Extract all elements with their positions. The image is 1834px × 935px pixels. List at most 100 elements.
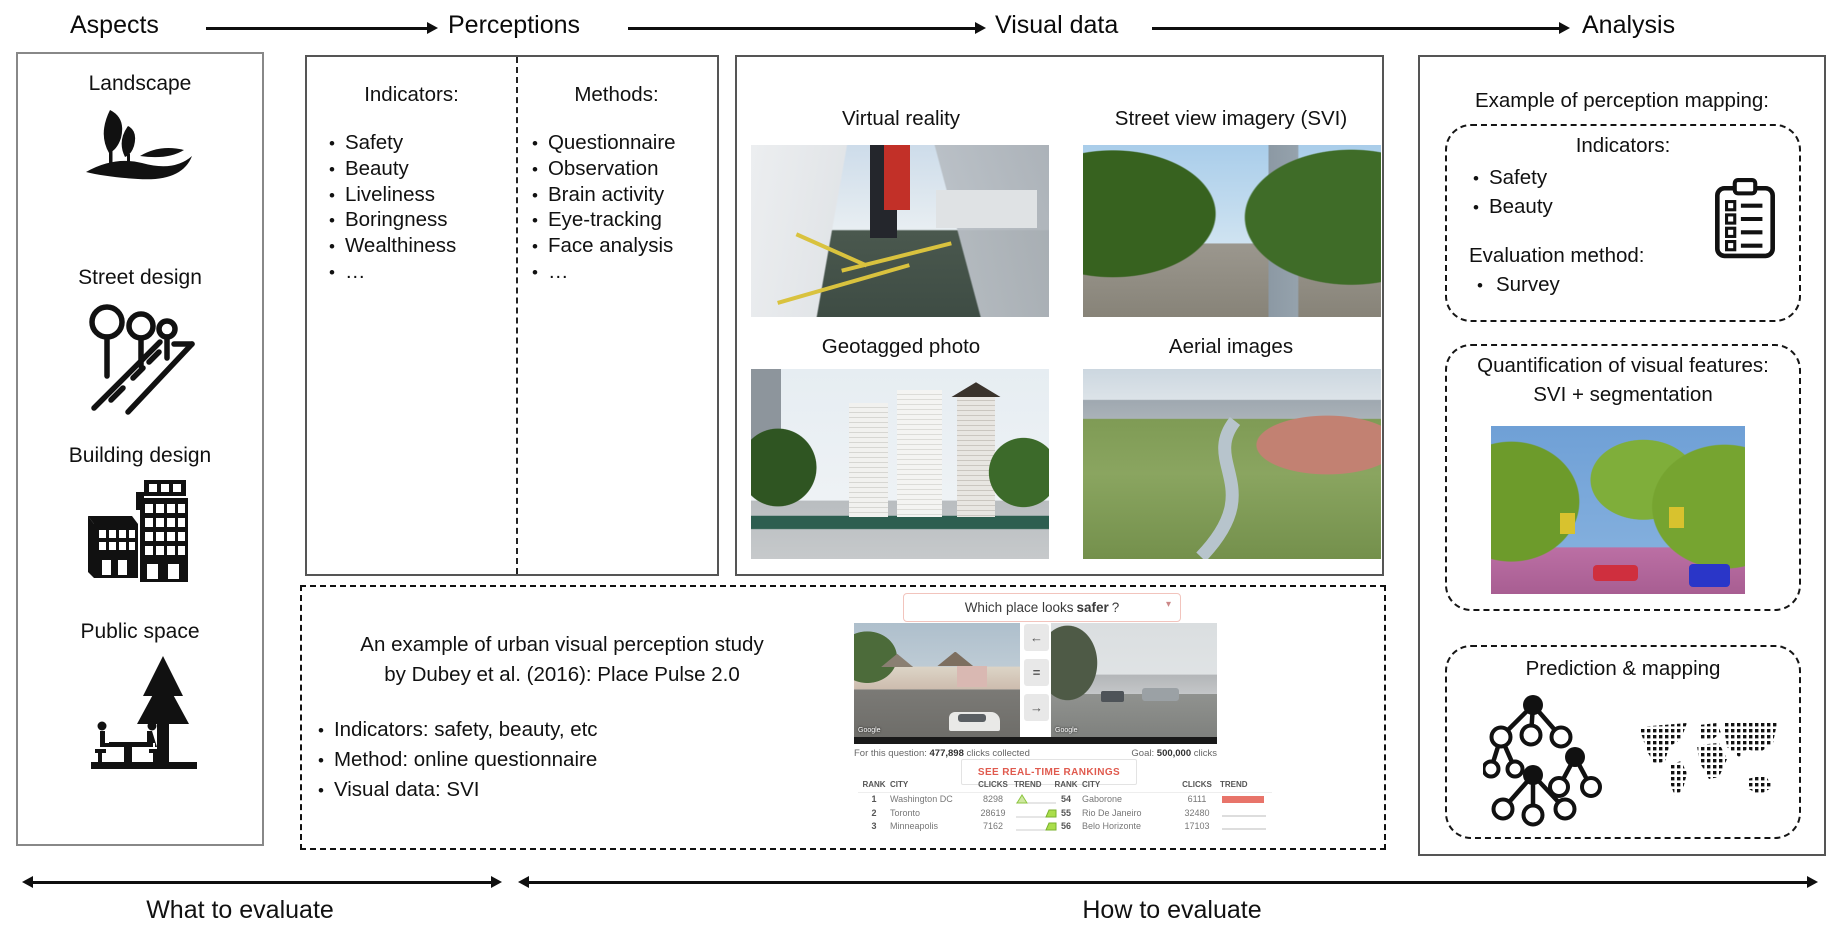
list-item: Indicators: safety, beauty, etc — [318, 715, 598, 745]
street-design-icon — [89, 304, 195, 415]
table-row: 3 Minneapolis 7162 — [858, 820, 1060, 834]
aspect-label: Landscape — [88, 72, 192, 95]
aspect-building-design: Building design — [18, 444, 262, 588]
example-title-line1: An example of urban visual perception st… — [360, 633, 764, 656]
list-item: Observation — [532, 157, 715, 183]
example-bullets: Indicators: safety, beauty, etc Method: … — [318, 715, 598, 805]
clicks-collected-text: For this question: 477,898 clicks collec… — [854, 748, 1030, 759]
google-watermark: Google — [1055, 727, 1078, 734]
stage-analysis: Analysis — [1582, 11, 1676, 39]
arrow-visualdata-analysis — [1152, 22, 1570, 33]
methods-list: Questionnaire Observation Brain activity… — [518, 131, 715, 286]
public-space-icon — [91, 656, 197, 769]
placepulse-question-dropdown[interactable]: Which place looks safer ? ▾ — [903, 593, 1181, 622]
decision-tree-icon — [1483, 695, 1602, 827]
virtual-reality-label: Virtual reality — [841, 107, 961, 130]
aspect-label: Street design — [78, 266, 202, 289]
methods-column: Methods: Questionnaire Observation Brain… — [518, 57, 715, 574]
placepulse-left-photo[interactable]: Google — [854, 623, 1020, 737]
geotagged-photo-label: Geotagged photo — [821, 335, 981, 358]
landscape-icon — [86, 110, 192, 180]
list-item: … — [329, 260, 516, 286]
trend-sparkline-green-step — [1016, 822, 1057, 831]
evaluation-method-title: Evaluation method: — [1469, 244, 1645, 267]
building-design-icon — [88, 480, 188, 582]
table-row: 1 Washington DC 8298 — [858, 793, 1060, 807]
table-header-row: RANK CITY CLICKS TREND — [1050, 778, 1272, 793]
svi-label: Street view imagery (SVI) — [1114, 107, 1348, 130]
segmentation-image — [1491, 426, 1745, 594]
visual-data-panel: Virtual reality Street view imagery (SVI… — [735, 55, 1384, 576]
equal-button[interactable]: = — [1024, 659, 1049, 686]
stage-aspects: Aspects — [70, 11, 159, 39]
methods-title: Methods: — [574, 83, 659, 106]
see-realtime-rankings-button[interactable]: SEE REAL-TIME RANKINGS — [961, 759, 1137, 785]
list-item: Wealthiness — [329, 234, 516, 260]
indicators-list: Safety Beauty Liveliness Boringness Weal… — [307, 131, 516, 286]
trend-sparkline-flat — [1222, 815, 1266, 817]
perception-mapping-box: Indicators: Safety Beauty Evaluation met… — [1445, 124, 1801, 322]
perceptions-panel: Indicators: Safety Beauty Liveliness Bor… — [305, 55, 719, 576]
question-suffix: ? — [1111, 600, 1120, 615]
arrow-perceptions-visualdata — [628, 22, 986, 33]
question-indicator: safer — [1076, 600, 1109, 615]
prediction-title: Prediction & mapping — [1525, 657, 1721, 680]
table-row: 56 Belo Horizonte 17103 — [1050, 820, 1272, 834]
quantification-box: Quantification of visual features: SVI +… — [1445, 344, 1801, 611]
world-map-icon — [1639, 721, 1777, 797]
list-item: Questionnaire — [532, 131, 715, 157]
evaluation-method-item: Survey — [1477, 273, 1560, 297]
choose-left-button[interactable]: ← — [1024, 624, 1049, 651]
google-watermark: Google — [858, 727, 881, 734]
choose-right-button[interactable]: → — [1024, 694, 1049, 721]
aerial-image — [1083, 369, 1381, 559]
arrow-aspects-perceptions — [206, 22, 438, 33]
aerial-images-label: Aerial images — [1168, 335, 1294, 358]
street-view-image — [1083, 145, 1381, 317]
placepulse-right-photo[interactable]: Google — [1051, 623, 1217, 737]
virtual-reality-image — [751, 145, 1049, 317]
what-to-evaluate-label: What to evaluate — [146, 896, 334, 924]
indicators-title: Indicators: — [1575, 134, 1671, 157]
list-item: Safety — [329, 131, 516, 157]
how-to-evaluate-label: How to evaluate — [1082, 896, 1262, 924]
aspects-panel: Landscape Street design — [16, 52, 264, 846]
quantification-line2: SVI + segmentation — [1533, 383, 1713, 406]
progress-bar — [854, 737, 1217, 744]
table-row: 2 Toronto 28619 — [858, 806, 1060, 820]
aspect-landscape: Landscape — [18, 72, 262, 192]
trend-sparkline-green-step — [1016, 809, 1057, 818]
indicators-title: Indicators: — [364, 83, 459, 106]
survey-clipboard-icon — [1715, 178, 1775, 259]
stage-visual-data: Visual data — [995, 11, 1119, 39]
table-row: 55 Rio De Janeiro 32480 — [1050, 806, 1272, 820]
list-item: Eye-tracking — [532, 208, 715, 234]
table-header-row: RANK CITY CLICKS TREND — [858, 778, 1060, 793]
rankings-table-bottom: RANK CITY CLICKS TREND 54 Gaborone 6111 … — [1050, 778, 1272, 833]
list-item: Brain activity — [532, 183, 715, 209]
indicators-column: Indicators: Safety Beauty Liveliness Bor… — [307, 57, 518, 574]
stage-perceptions: Perceptions — [448, 11, 581, 39]
example-title-line2: by Dubey et al. (2016): Place Pulse 2.0 — [384, 663, 740, 686]
aspect-public-space: Public space — [18, 620, 262, 778]
aspect-street-design: Street design — [18, 266, 262, 416]
analysis-panel: Example of perception mapping: Indicator… — [1418, 55, 1826, 856]
question-prefix: Which place looks — [964, 600, 1074, 615]
aspect-label: Building design — [68, 444, 212, 467]
prediction-mapping-box: Prediction & mapping — [1445, 645, 1801, 839]
rankings-table-top: RANK CITY CLICKS TREND 1 Washington DC 8… — [858, 778, 1060, 833]
aspect-label: Public space — [80, 620, 200, 643]
trend-sparkline-green-spike — [1016, 794, 1056, 804]
geotagged-photo-image — [751, 369, 1049, 559]
quantification-line1: Quantification of visual features: — [1477, 354, 1769, 377]
list-item: Boringness — [329, 208, 516, 234]
trend-sparkline-red-bar — [1222, 796, 1264, 804]
list-item: … — [532, 260, 715, 286]
river-curve — [1196, 416, 1241, 559]
chevron-down-icon: ▾ — [1165, 599, 1171, 610]
how-to-evaluate-arrow — [518, 876, 1818, 887]
list-item: Visual data: SVI — [318, 775, 598, 805]
list-item: Beauty — [1473, 193, 1553, 222]
perception-mapping-title: Example of perception mapping: — [1474, 89, 1769, 112]
